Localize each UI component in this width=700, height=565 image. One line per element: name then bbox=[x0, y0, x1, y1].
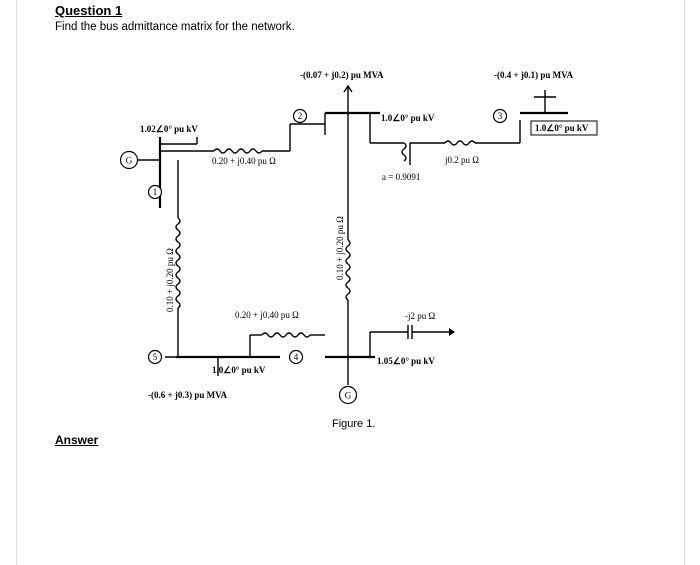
generator-4: G bbox=[338, 385, 358, 405]
turns-ratio-label: a = 0.9091 bbox=[382, 172, 420, 182]
z23-label: j0.2 pu Ω bbox=[444, 155, 479, 165]
svg-text:1: 1 bbox=[153, 187, 158, 197]
svg-text:3: 3 bbox=[498, 111, 503, 121]
bus-4-number: 4 bbox=[288, 349, 304, 365]
bus3-voltage-label: 1.0∠0° pu kV bbox=[535, 123, 589, 133]
bus-3-number: 3 bbox=[492, 108, 508, 124]
line-5-4-coil bbox=[261, 332, 311, 338]
bus2-voltage-label: 1.0∠0° pu kV bbox=[381, 113, 435, 123]
svg-text:2: 2 bbox=[298, 111, 303, 121]
bus-5-number: 5 bbox=[147, 349, 163, 365]
bus5-voltage-label: 1.0∠0° pu kV bbox=[212, 365, 266, 375]
line-3-4-arrow bbox=[449, 328, 455, 336]
bus1-voltage-label: 1.02∠0° pu kV bbox=[140, 124, 198, 134]
question-title: Question 1 bbox=[55, 3, 123, 18]
generator-1: G bbox=[119, 150, 139, 170]
load2-arrow bbox=[343, 84, 353, 93]
document-page bbox=[16, 0, 685, 565]
z12-label: 0.20 + j0.40 pu Ω bbox=[212, 156, 276, 166]
svg-text:4: 4 bbox=[294, 352, 299, 362]
line-2-4-coil bbox=[345, 239, 351, 301]
load3-label: -(0.4 + j0.1) pu MVA bbox=[494, 70, 573, 80]
bus-1-number: 1 bbox=[147, 184, 163, 200]
bus-2-number: 2 bbox=[292, 108, 308, 124]
z24-label: 0.10 + j0.20 pu Ω bbox=[335, 216, 345, 280]
z15-label: 0.10 + j0.20 pu Ω bbox=[165, 248, 175, 312]
svg-text:G: G bbox=[345, 391, 352, 401]
transformer-primary bbox=[401, 142, 407, 162]
z34-label: -j2 pu Ω bbox=[405, 311, 435, 321]
line-1-5-coil bbox=[175, 217, 181, 309]
bus3-voltage-box bbox=[530, 120, 598, 136]
z54-label: 0.20 + j0.40 pu Ω bbox=[235, 310, 299, 320]
bus4-voltage-label: 1.05∠0° pu kV bbox=[377, 356, 435, 366]
load5-label: -(0.6 + j0.3) pu MVA bbox=[148, 390, 227, 400]
svg-text:G: G bbox=[126, 156, 133, 166]
svg-text:5: 5 bbox=[153, 352, 158, 362]
figure-caption: Figure 1. bbox=[332, 418, 376, 430]
question-text: Find the bus admittance matrix for the n… bbox=[55, 21, 295, 33]
answer-label: Answer bbox=[55, 433, 99, 447]
line-2-3-coil bbox=[444, 140, 476, 146]
line-1-2-coil bbox=[213, 148, 263, 154]
load2-label: -(0.07 + j0.2) pu MVA bbox=[300, 70, 384, 80]
